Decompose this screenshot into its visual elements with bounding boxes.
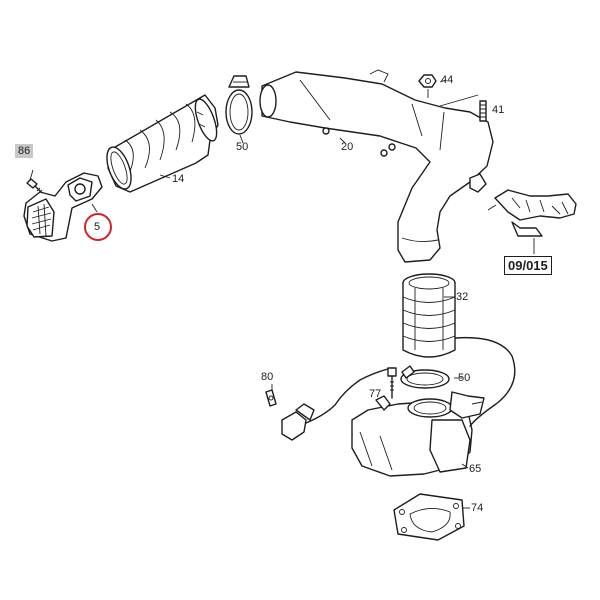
label-5: 5	[94, 221, 101, 233]
label-77: 77	[369, 388, 382, 400]
label-20: 20	[341, 141, 354, 153]
air-mass-sensor-5	[23, 172, 103, 242]
label-74: 74	[471, 502, 484, 514]
highlight-circle	[84, 213, 112, 241]
leader-lines	[159, 79, 470, 509]
label-80: 80	[261, 371, 274, 383]
label-86: 86	[15, 144, 34, 158]
corrugated-hose-32	[402, 273, 456, 358]
label-32: 32	[456, 291, 469, 303]
label-50-lower: 50	[458, 372, 471, 384]
label-50-upper: 50	[236, 141, 249, 153]
intake-duct-20	[259, 69, 494, 263]
hose-clamp-50-upper	[225, 75, 253, 135]
label-14: 14	[172, 173, 185, 185]
throttle-body-65	[351, 336, 516, 477]
screw-86	[26, 169, 43, 194]
nut-44	[418, 74, 437, 98]
sensor-assembly-09-015	[487, 189, 577, 254]
screw-77	[387, 367, 397, 399]
hose-clamp-50-lower	[400, 365, 450, 389]
gasket-74	[393, 493, 465, 541]
label-09-015: 09/015	[504, 256, 552, 275]
stud-41	[439, 94, 487, 122]
temp-sensor-80	[265, 367, 393, 441]
label-44: 44	[441, 74, 454, 86]
label-65: 65	[469, 463, 482, 475]
bellows-14	[106, 94, 219, 193]
label-41: 41	[492, 104, 505, 116]
